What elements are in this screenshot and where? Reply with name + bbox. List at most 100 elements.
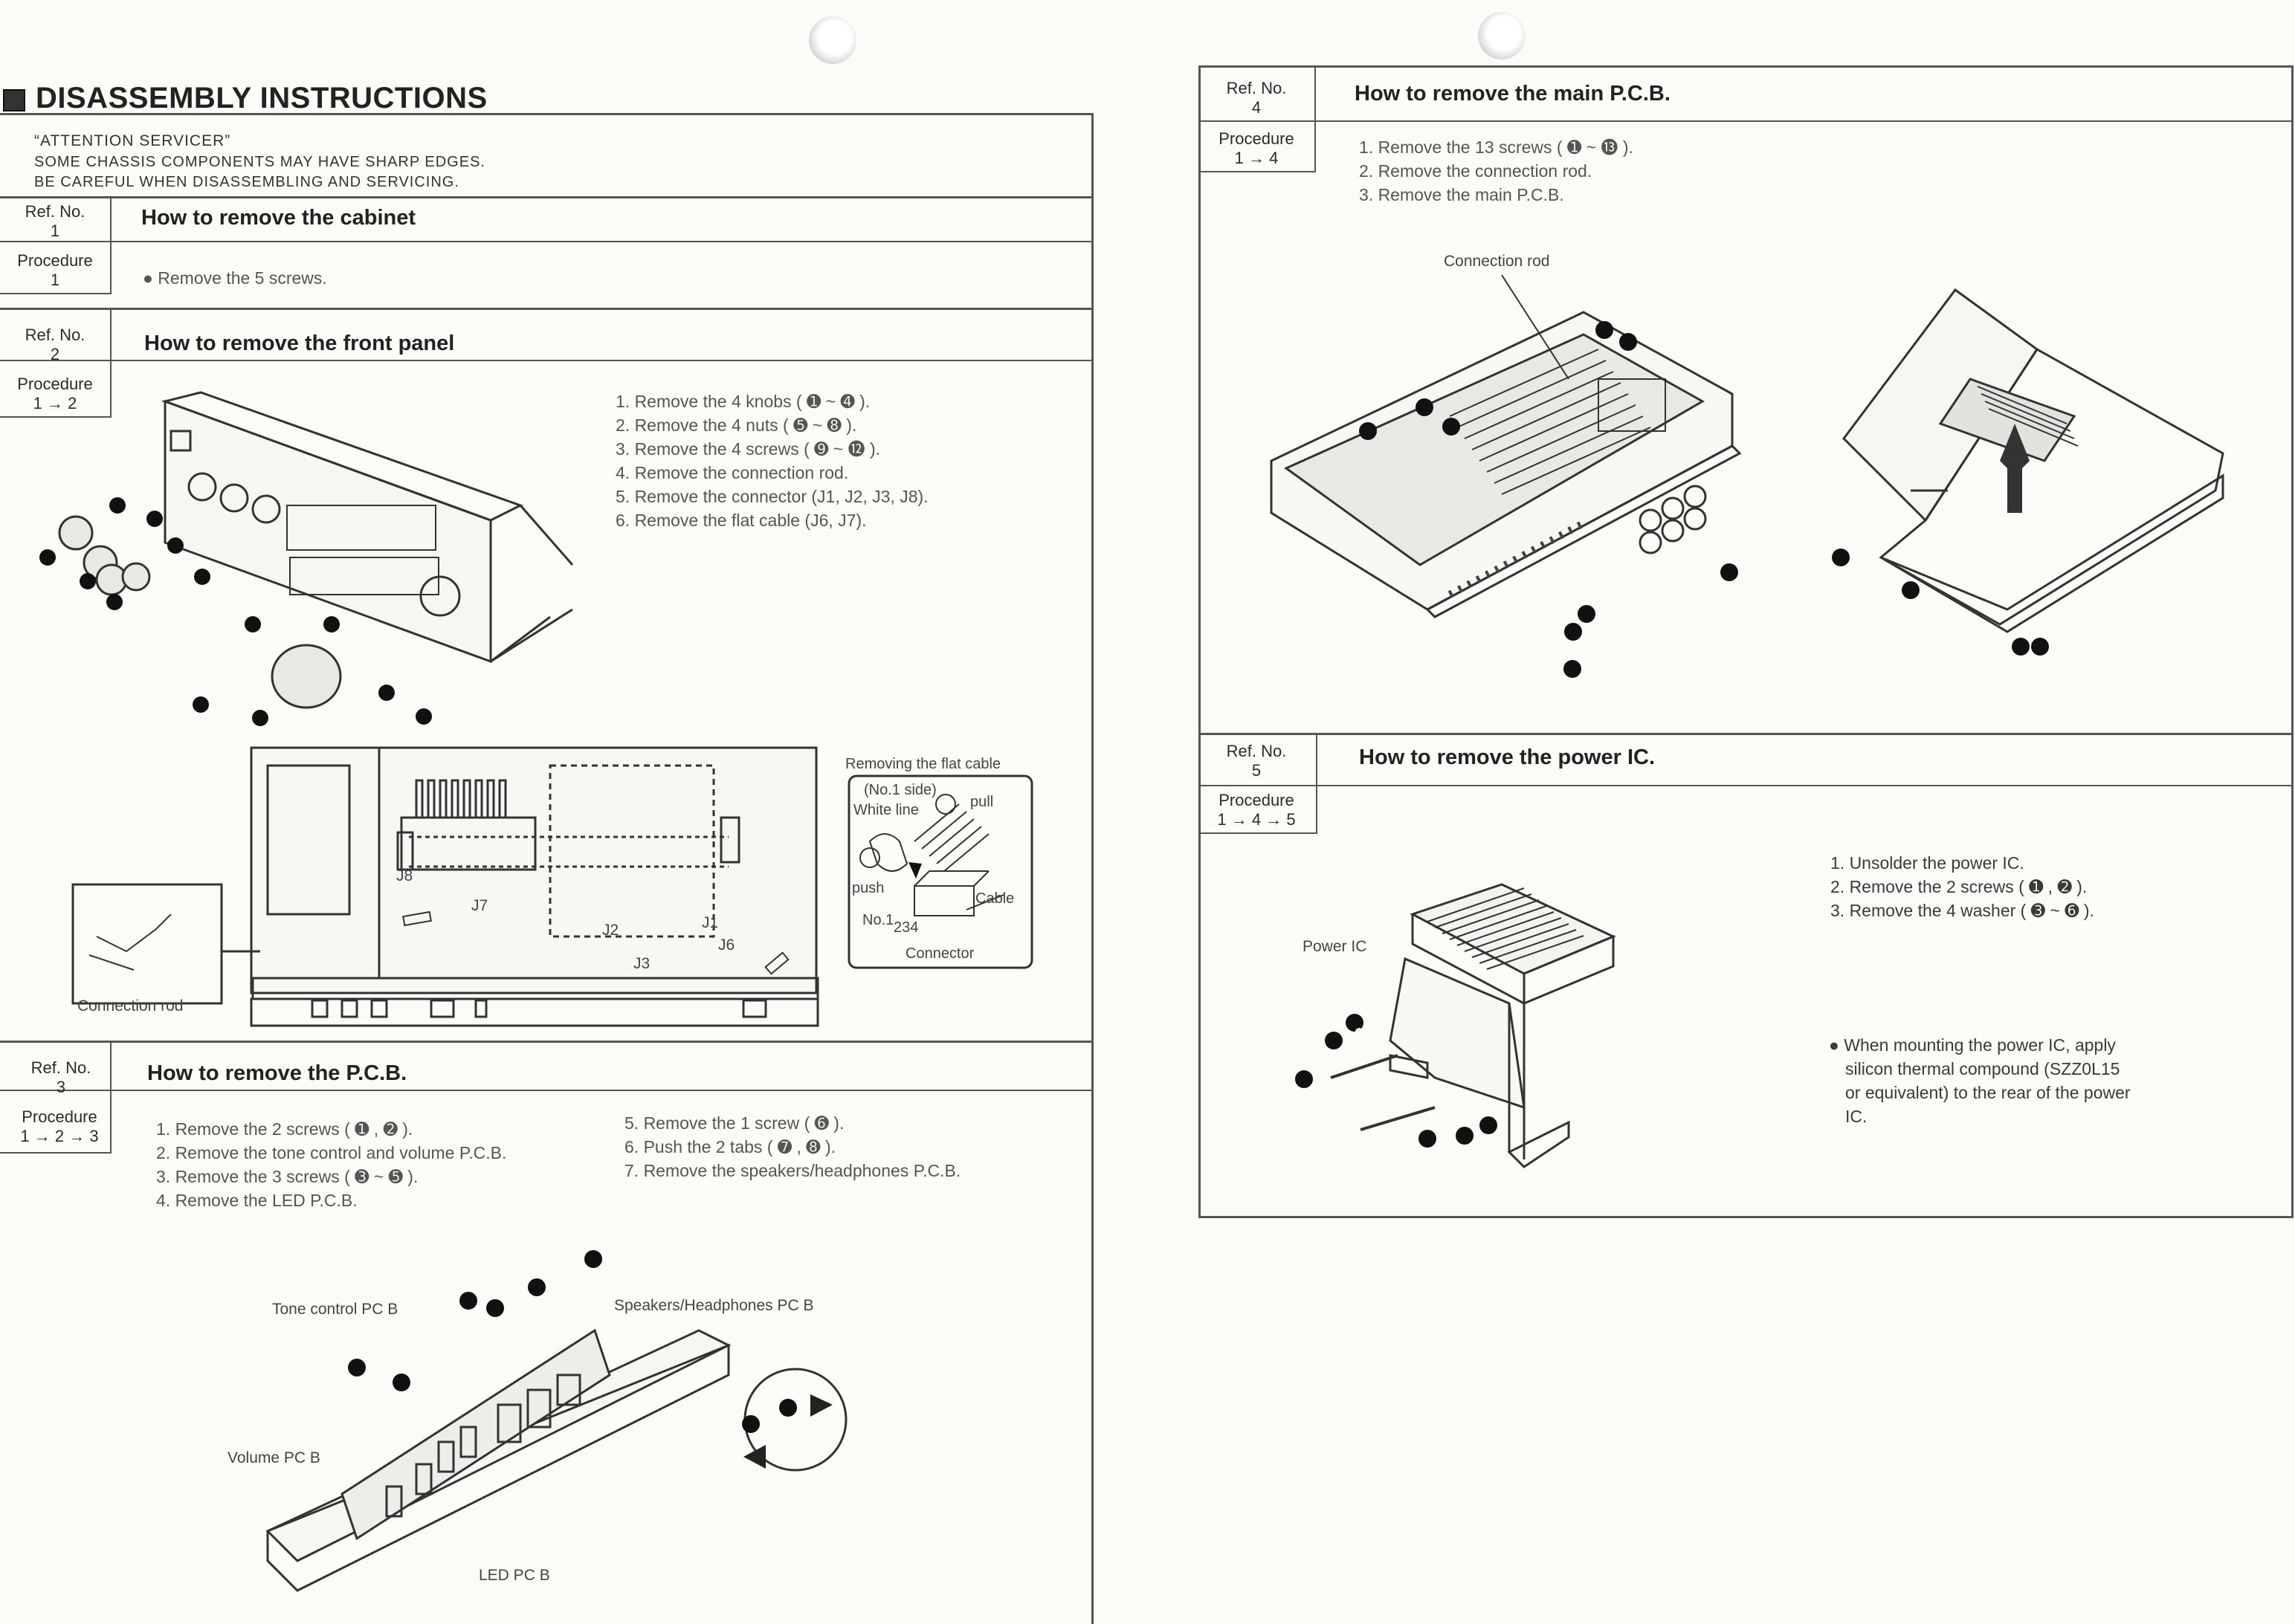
s2-step-4: 4. Remove the connection rod.	[616, 463, 849, 482]
s5-note-line-2: silicon thermal compound (SZZ0L15	[1845, 1059, 2120, 1078]
main-pcb-diagram	[1270, 274, 2224, 678]
s4-ref-label: Ref. No.	[1226, 79, 1287, 97]
s5-note-line-1: ● When mounting the power IC, apply	[1829, 1035, 2116, 1055]
s1-ref-no: 1	[50, 221, 60, 240]
s3-step-3: 3. Remove the 3 screws ( ➌ ~ ➎ ).	[156, 1167, 419, 1186]
s2-title: How to remove the front panel	[144, 331, 455, 355]
s2-ref-divider	[110, 308, 112, 418]
s2-proc-label: Procedure	[17, 375, 93, 393]
s1-step-1: ● Remove the 5 screws.	[143, 268, 327, 288]
label-cable: Cable	[975, 890, 1015, 907]
right-page-bottom	[1198, 1216, 2294, 1218]
label-j1: J1	[702, 914, 719, 931]
s4-ref-no: 4	[1251, 98, 1262, 117]
s5-note: ● When mounting the power IC, apply sili…	[1829, 1033, 2131, 1128]
s4-title: How to remove the main P.C.B.	[1355, 82, 1671, 106]
s1-proc-bottom	[0, 293, 112, 294]
s3-step-7: 7. Remove the speakers/headphones P.C.B.	[624, 1161, 961, 1180]
s3-title: How to remove the P.C.B.	[147, 1061, 407, 1085]
s3-step-4: 4. Remove the LED P.C.B.	[156, 1191, 358, 1210]
label-speakers-headphones-pcb: Speakers/Headphones PC B	[614, 1297, 814, 1314]
s5-step-3: 3. Remove the 4 washer ( ➌ ~ ➏ ).	[1830, 901, 2094, 920]
s5-step-2: 2. Remove the 2 screws ( ➊ , ➋ ).	[1830, 877, 2088, 896]
chassis-top-view-diagram	[71, 746, 819, 1027]
page-title: DISASSEMBLY INSTRUCTIONS	[36, 82, 488, 114]
s5-step-1: 1. Unsolder the power IC.	[1830, 853, 2024, 873]
s2-step-1: 1. Remove the 4 knobs ( ➊ ~ ➍ ).	[616, 392, 871, 411]
label-no1: No.1	[862, 912, 894, 928]
s2-steps: 1. Remove the 4 knobs ( ➊ ~ ➍ ). 2. Remo…	[616, 389, 929, 532]
s5-ref-no: 5	[1251, 761, 1262, 780]
s3-header-line	[0, 1090, 1093, 1091]
s5-proc-bottom	[1198, 832, 1317, 834]
s4-proc: 1 → 4	[1234, 149, 1279, 167]
s3-step-5: 5. Remove the 1 screw ( ➏ ).	[624, 1113, 845, 1133]
s2-step-6: 6. Remove the flat cable (J6, J7).	[616, 511, 867, 530]
right-page-top	[1198, 65, 2291, 68]
label-white-line: White line	[853, 802, 919, 818]
s5-ref-divider	[1316, 733, 1317, 834]
s3-proc-bottom	[0, 1152, 112, 1154]
s5-ref-label: Ref. No.	[1226, 742, 1287, 760]
label-volume-pcb: Volume PC B	[227, 1449, 320, 1466]
attention-title: “ATTENTION SERVICER”	[34, 132, 231, 149]
s2-top-line	[0, 308, 1093, 310]
binder-hole-right	[1478, 12, 1526, 59]
s1-ref-label: Ref. No.	[25, 202, 85, 221]
label-pull: pull	[970, 794, 994, 810]
s2-ref-label: Ref. No.	[25, 326, 85, 344]
s5-title: How to remove the power IC.	[1359, 745, 1655, 769]
label-j8: J8	[396, 867, 413, 884]
label-j7: J7	[471, 897, 488, 914]
label-j6: J6	[718, 936, 735, 954]
s1-proc-label: Procedure	[17, 251, 93, 270]
s2-header-line	[0, 360, 1093, 361]
s3-ref-label: Ref. No.	[30, 1058, 91, 1077]
s2-step-3: 3. Remove the 4 screws ( ➒ ~ ⓬ ).	[616, 439, 881, 459]
flat-cable-inset	[848, 774, 1033, 969]
front-panel-diagram	[39, 391, 574, 726]
label-tone-control-pcb: Tone control PC B	[272, 1301, 398, 1318]
label-led-pcb: LED PC B	[479, 1567, 550, 1584]
s4-header-line	[1198, 120, 2291, 122]
s3-step-6: 6. Push the 2 tabs ( ➐ , ➑ ).	[624, 1137, 836, 1156]
s4-step-1: 1. Remove the 13 screws ( ➊ ~ ⓭ ).	[1359, 138, 1633, 157]
s4-step-2: 2. Remove the connection rod.	[1359, 161, 1592, 181]
s3-proc: 1 → 2 → 3	[20, 1127, 99, 1145]
s5-header-line	[1198, 785, 2291, 786]
s3-steps-right: 5. Remove the 1 screw ( ➏ ). 6. Push the…	[624, 1111, 961, 1183]
label-removing-flat-cable: Removing the flat cable	[845, 756, 1001, 772]
s3-ref-divider	[110, 1041, 112, 1154]
s5-top-line	[1198, 733, 2291, 735]
s3-steps-left: 1. Remove the 2 screws ( ➊ , ➋ ). 2. Rem…	[156, 1117, 506, 1212]
label-j2: J2	[602, 922, 619, 939]
label-j3: J3	[633, 955, 651, 972]
s1-steps: ● Remove the 5 screws.	[143, 266, 327, 290]
s2-proc-bottom	[0, 416, 112, 418]
s3-step-2: 2. Remove the tone control and volume P.…	[156, 1143, 507, 1162]
s5-steps: 1. Unsolder the power IC. 2. Remove the …	[1830, 851, 2094, 922]
pcb-diagram	[265, 1250, 848, 1592]
label-connector-nums: 234	[894, 919, 919, 936]
label-power-ic: Power IC	[1303, 938, 1367, 955]
s4-step-3: 3. Remove the main P.C.B.	[1359, 185, 1564, 204]
s4-ref-divider	[1314, 65, 1316, 172]
label-connection-rod-right: Connection rod	[1444, 253, 1550, 270]
s2-step-2: 2. Remove the 4 nuts ( ➎ ~ ➑ ).	[616, 415, 857, 435]
label-no1-side: (No.1 side)	[864, 782, 937, 798]
attention-line-1: SOME CHASSIS COMPONENTS MAY HAVE SHARP E…	[34, 154, 485, 170]
s2-proc: 1 → 2	[33, 394, 77, 413]
s3-step-1: 1. Remove the 2 screws ( ➊ , ➋ ).	[156, 1119, 413, 1139]
right-page-left	[1198, 65, 1201, 1217]
label-push: push	[852, 880, 885, 896]
s5-proc-label: Procedure	[1218, 791, 1294, 809]
power-ic-diagram	[1295, 883, 1616, 1168]
s3-proc-label: Procedure	[22, 1107, 97, 1126]
binder-hole-left	[809, 16, 856, 64]
right-page-right	[2291, 65, 2294, 1217]
s4-steps: 1. Remove the 13 screws ( ➊ ~ ⓭ ). 2. Re…	[1359, 135, 1633, 207]
attention-line-2: BE CAREFUL WHEN DISASSEMBLING AND SERVIC…	[34, 174, 459, 190]
s1-header-line	[0, 241, 1093, 242]
left-page-right-border	[1091, 113, 1094, 1624]
title-underline	[0, 113, 1093, 115]
